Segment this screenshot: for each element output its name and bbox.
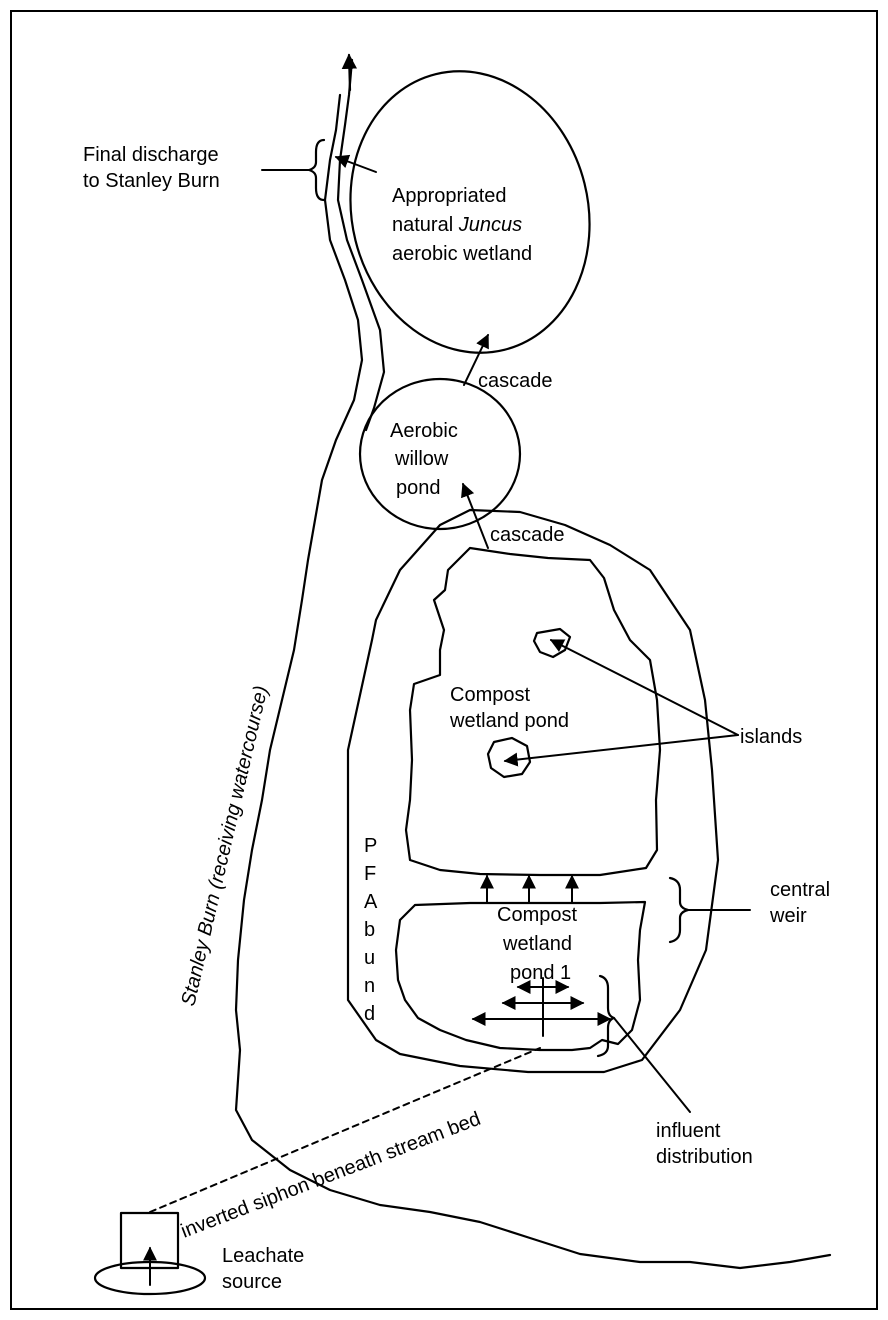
central-weir-brace bbox=[668, 876, 690, 944]
aerobic-willow-pond-circle bbox=[358, 377, 522, 531]
inverted-siphon-line bbox=[149, 1047, 541, 1213]
juncus-wetland-label-line3: aerobic wetland bbox=[392, 243, 532, 265]
aerobic-pond-label-line3: pond bbox=[396, 477, 441, 499]
compost-pond-label-line2: wetland pond bbox=[449, 710, 569, 732]
aerobic-pond-label-line2: willow bbox=[394, 448, 449, 470]
islands-arrow-upper bbox=[549, 639, 739, 736]
influent-brace bbox=[596, 974, 616, 1058]
juncus-to-stream-arrow bbox=[334, 154, 377, 173]
cascade-top-label: cascade bbox=[478, 370, 553, 392]
central-weir-label-line2: weir bbox=[769, 905, 807, 927]
pfa-bund-letter-6: n bbox=[364, 975, 375, 997]
islands-label: islands bbox=[740, 726, 802, 748]
final-discharge-brace bbox=[307, 138, 326, 202]
influent-label-line2: distribution bbox=[656, 1146, 753, 1168]
stanley-burn-stream-right bbox=[336, 58, 386, 432]
cascade-mid-arrow bbox=[461, 482, 489, 549]
aerobic-pond-label-line1: Aerobic bbox=[390, 420, 458, 442]
compost-wetland-pond-outline bbox=[404, 546, 662, 877]
influent-leader bbox=[613, 1017, 691, 1113]
cascade-mid-label: cascade bbox=[490, 524, 565, 546]
influent-label-line1: influent bbox=[656, 1120, 721, 1142]
compost-pond1-label-line3: pond 1 bbox=[510, 962, 571, 984]
stanley-burn-arrow bbox=[341, 53, 358, 92]
cascade-top-arrow bbox=[463, 333, 489, 386]
pfa-bund-letter-4: b bbox=[364, 919, 375, 941]
final-discharge-label-line1: Final discharge bbox=[83, 144, 219, 166]
pfa-bund-letter-2: F bbox=[364, 863, 376, 885]
island-small-outline bbox=[532, 627, 572, 659]
island-large-outline bbox=[486, 736, 532, 779]
final-discharge-label-line2: to Stanley Burn bbox=[83, 170, 220, 192]
pfa-bund-letter-1: P bbox=[364, 835, 377, 857]
stanley-burn-label: Stanley Burn (receiving watercourse) bbox=[177, 684, 272, 1008]
stanley-burn-stream-left bbox=[234, 93, 832, 1270]
pfa-bund-letter-3: A bbox=[364, 891, 378, 913]
pfa-bund-outline bbox=[346, 508, 720, 1074]
pfa-bund-label: P F A b u n d bbox=[364, 835, 378, 1025]
pfa-bund-letter-7: d bbox=[364, 1003, 375, 1025]
compost-wetland-pond1-outline bbox=[394, 900, 647, 1052]
compost-pond1-label-line1: Compost bbox=[497, 904, 577, 926]
juncus-wetland-label-natural: natural bbox=[392, 214, 459, 236]
juncus-wetland-label-line2: natural Juncus bbox=[392, 214, 522, 236]
leachate-label-line1: Leachate bbox=[222, 1245, 304, 1267]
compost-pond1-label-line2: wetland bbox=[502, 933, 572, 955]
juncus-wetland-label-line1: Appropriated bbox=[392, 185, 507, 207]
diagram-frame bbox=[10, 10, 878, 1310]
siphon-label: inverted siphon beneath stream bed bbox=[178, 1108, 484, 1243]
central-weir-label-line1: central bbox=[770, 879, 830, 901]
pfa-bund-letter-5: u bbox=[364, 947, 375, 969]
leachate-label-line2: source bbox=[222, 1271, 282, 1293]
compost-pond-label-line1: Compost bbox=[450, 684, 530, 706]
juncus-wetland-label-juncus: Juncus bbox=[458, 214, 522, 236]
juncus-wetland-ellipse bbox=[349, 70, 591, 354]
islands-arrow-lower bbox=[503, 734, 739, 767]
